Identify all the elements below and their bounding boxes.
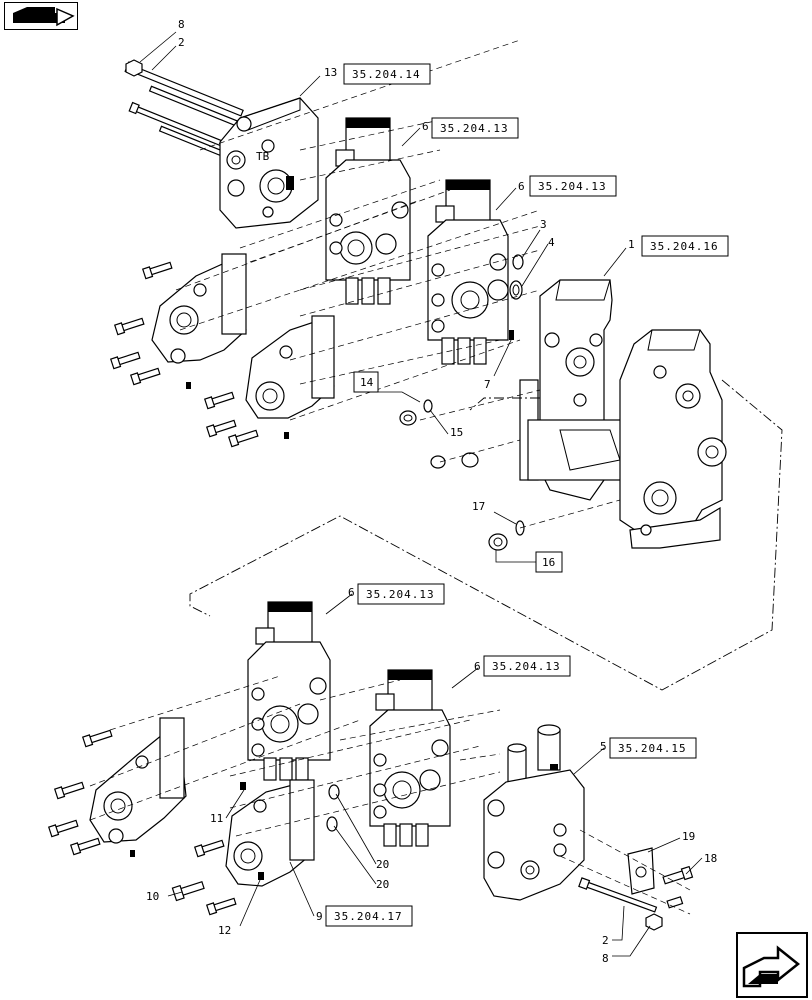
seal-rings-20 [326, 784, 340, 832]
seal-rings-3-4 [509, 254, 524, 300]
ref-link-5-text: 35.204.15 [618, 742, 687, 755]
assembly-lines-upper [175, 39, 621, 529]
ref-link-6c[interactable]: 35.204.13 [357, 583, 445, 605]
ref-box-14 [353, 371, 379, 393]
pin-part-7 [509, 330, 514, 340]
inlet-section-13: TB [219, 97, 319, 229]
callout-16-boxed: 16 [542, 556, 555, 569]
callout-2-lower: 2 [602, 934, 609, 947]
main-section-1-front [619, 329, 727, 549]
fittings-11-12 [130, 382, 289, 880]
callout-6-a: 6 [422, 120, 429, 133]
callout-6-b: 6 [518, 180, 525, 193]
forward-arrow-icon [742, 945, 801, 988]
flange-cover-upper-a [151, 253, 247, 364]
ref-link-6a[interactable]: 35.204.13 [431, 117, 519, 139]
callout-2-upper: 2 [178, 36, 185, 49]
ref-link-13-text: 35.204.14 [352, 68, 421, 81]
ref-link-6c-text: 35.204.13 [366, 588, 435, 601]
flange-bolts-lower [47, 729, 237, 916]
flange-cover-lower-b [225, 779, 315, 887]
ref-link-6b[interactable]: 35.204.13 [529, 175, 617, 197]
callout-20-a: 20 [376, 858, 389, 871]
control-section-6d [369, 669, 451, 847]
ref-link-6a-text: 35.204.13 [440, 122, 509, 135]
callout-7: 7 [484, 378, 491, 391]
ref-link-6b-text: 35.204.13 [538, 180, 607, 193]
callout-20-b: 20 [376, 878, 389, 891]
plug-parts-14-15 [399, 399, 479, 469]
callout-19: 19 [682, 830, 695, 843]
ref-link-1-text: 35.204.16 [650, 240, 719, 253]
callout-18: 18 [704, 852, 717, 865]
ref-link-13[interactable]: 35.204.14 [343, 63, 431, 85]
next-page-button[interactable] [736, 932, 808, 998]
callout-14-boxed: 14 [360, 376, 374, 389]
callout-11: 11 [210, 812, 223, 825]
callout-10: 10 [146, 890, 159, 903]
assembly-boundary-line [189, 379, 783, 691]
callout-numbers: 8 2 13 6 6 3 4 1 7 14 15 17 16 6 6 5 11 … [146, 18, 717, 965]
flange-cover-lower-a [89, 717, 187, 844]
bolt-part-18 [662, 865, 694, 909]
plug-parts-16-17 [488, 520, 525, 551]
callout-12: 12 [218, 924, 231, 937]
ref-box-16 [535, 551, 563, 573]
callout-15: 15 [450, 426, 463, 439]
ref-link-5[interactable]: 35.204.15 [609, 737, 697, 759]
nut-part-8-upper [125, 59, 143, 77]
svg-text:TB: TB [256, 150, 270, 163]
assembly-lines-lower [89, 675, 691, 915]
control-section-6c [247, 601, 331, 781]
callout-9: 9 [316, 910, 323, 923]
main-section-1 [519, 279, 629, 501]
control-section-6b [427, 179, 509, 365]
callout-4: 4 [548, 236, 555, 249]
control-section-6a [325, 117, 411, 305]
previous-page-button[interactable] [4, 2, 78, 30]
callout-6-c: 6 [348, 586, 355, 599]
callout-leaders [139, 31, 703, 957]
tie-bolt-lower [578, 877, 663, 931]
callout-13: 13 [324, 66, 337, 79]
callout-1: 1 [628, 238, 635, 251]
end-section-5 [483, 724, 585, 901]
callout-6-d: 6 [474, 660, 481, 673]
callout-5: 5 [600, 740, 607, 753]
plate-part-19 [627, 847, 655, 895]
callout-3: 3 [540, 218, 547, 231]
back-arrow-icon [13, 7, 75, 27]
ref-link-6d-text: 35.204.13 [492, 660, 561, 673]
ref-link-1[interactable]: 35.204.16 [641, 235, 729, 257]
ref-link-9[interactable]: 35.204.17 [325, 905, 413, 927]
ref-link-9-text: 35.204.17 [334, 910, 403, 923]
callout-8-upper: 8 [178, 18, 185, 31]
ref-link-6d[interactable]: 35.204.13 [483, 655, 571, 677]
callout-8-lower: 8 [602, 952, 609, 965]
flange-cover-upper-b [245, 315, 335, 419]
callout-17: 17 [472, 500, 485, 513]
flange-bolts-upper [109, 261, 259, 448]
